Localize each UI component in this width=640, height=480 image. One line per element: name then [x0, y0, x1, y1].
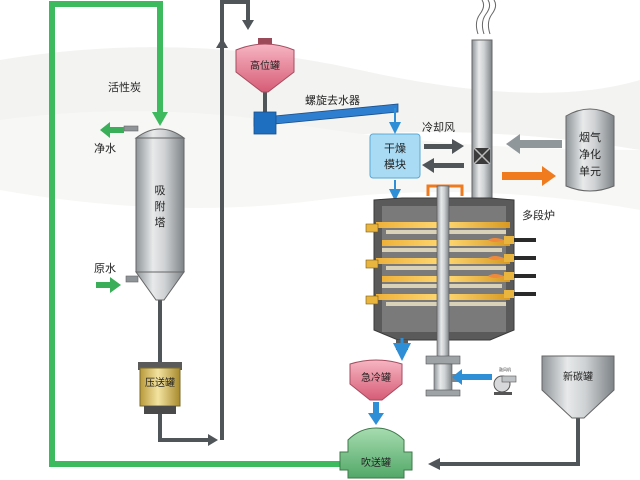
flue-gas-arrows — [502, 134, 562, 186]
pressure-tank: 压送罐 — [138, 362, 182, 414]
cooling-air-arrows — [422, 139, 464, 173]
pressure-tank-label: 压送罐 — [145, 376, 175, 389]
adsorption-tower: 吸 附 塔 — [123, 125, 186, 301]
burners — [488, 236, 536, 298]
flue-gas-purifier: 烟气 净化 单元 — [565, 108, 615, 192]
tower-label-1: 吸 — [155, 184, 166, 197]
high-level-tank: 高位罐 — [235, 38, 295, 93]
drying-label-2: 模块 — [384, 158, 406, 171]
furnace-label: 多段炉 — [522, 208, 555, 222]
drying-module: 干燥 模块 — [369, 133, 421, 201]
pipe-arrow-right — [208, 434, 218, 446]
blow-tank-label: 吹送罐 — [361, 456, 391, 469]
cooling-air-label: 冷却风 — [422, 121, 455, 134]
activated-carbon-label: 活性炭 — [108, 80, 141, 94]
blow-tank: 吹送罐 — [339, 427, 413, 479]
clean-water-arrow — [100, 122, 124, 138]
to-blow-tank-arrow — [428, 458, 440, 470]
raw-water-label: 原水 — [94, 262, 116, 275]
screw-dewater-label: 螺旋去水器 — [305, 93, 360, 107]
new-carbon-tank: 新碳罐 — [541, 355, 615, 419]
blower-tag: 鼓风机 — [499, 366, 511, 372]
blower: 鼓风机 — [452, 366, 517, 395]
multi-stage-furnace — [365, 184, 536, 363]
quench-tank: 急冷罐 — [349, 359, 403, 425]
flue-label-1: 烟气 — [579, 130, 601, 144]
quench-tank-label: 急冷罐 — [361, 371, 391, 384]
flue-label-3: 单元 — [579, 165, 601, 178]
transfer-pipes — [158, 0, 580, 466]
drying-label-1: 干燥 — [384, 142, 406, 155]
high-tank-label: 高位罐 — [250, 59, 280, 72]
new-carbon-tank-label: 新碳罐 — [563, 370, 593, 383]
riser-arrow — [216, 38, 228, 48]
tower-label-2: 附 — [155, 199, 166, 213]
to-high-tank-arrow — [242, 20, 254, 30]
carbon-return-line — [49, 1, 345, 467]
screw-dewaterer — [253, 103, 401, 135]
flue-label-2: 净化 — [579, 147, 601, 161]
tower-label-3: 塔 — [155, 216, 166, 229]
clean-water-label: 净水 — [94, 141, 116, 155]
raw-water-arrow — [96, 277, 121, 293]
exhaust-stack — [471, 0, 497, 199]
